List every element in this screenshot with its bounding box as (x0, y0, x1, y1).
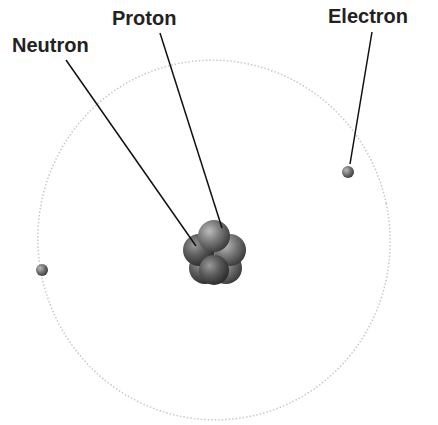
electron-sphere (36, 264, 48, 276)
part-label: Proton (112, 6, 176, 30)
nucleus (183, 220, 246, 285)
leader-line (160, 33, 222, 228)
leader-line (66, 60, 196, 246)
neutron-sphere (199, 255, 229, 285)
leader-line (350, 32, 372, 164)
electron-sphere (342, 166, 354, 178)
part-label: Electron (328, 4, 408, 28)
electron-orbit (4, 27, 423, 425)
proton-sphere (198, 220, 230, 252)
part-label: Neutron (12, 33, 89, 57)
